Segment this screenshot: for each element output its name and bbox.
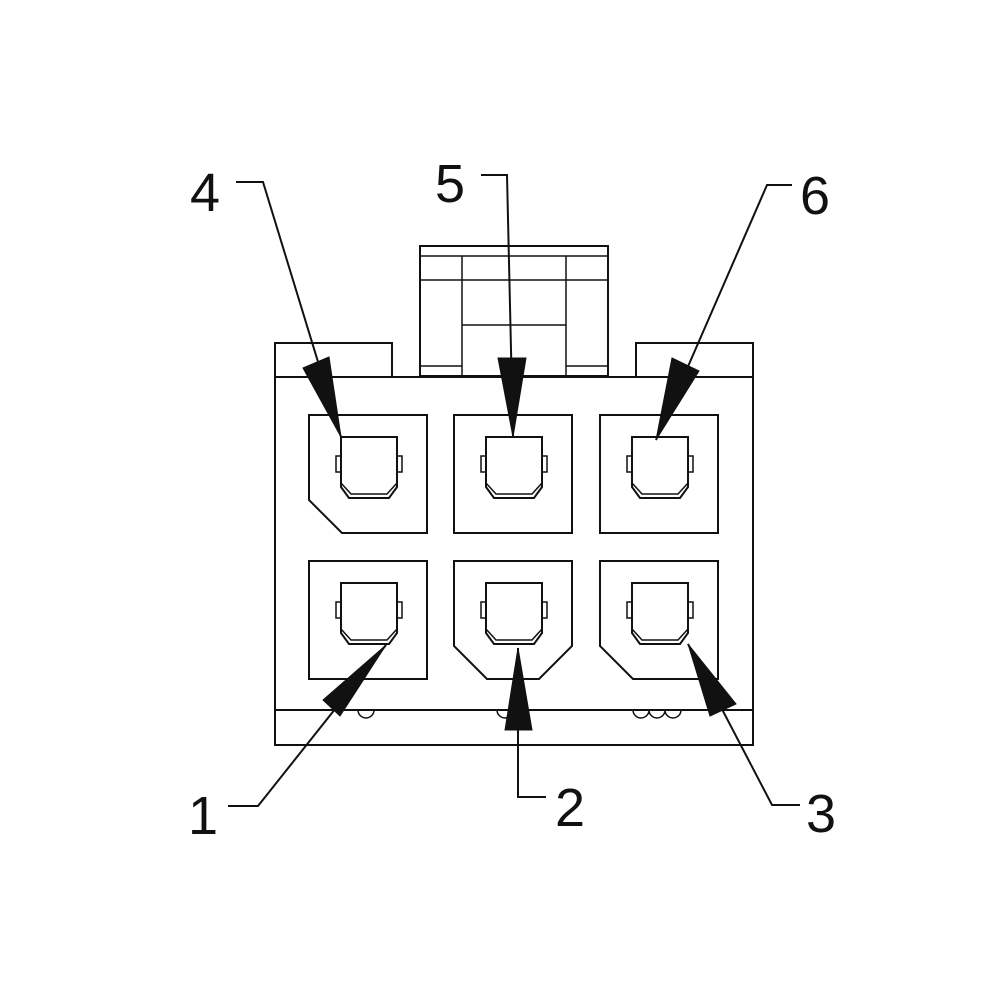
arrow-heads [302, 356, 737, 731]
cavity-3 [599, 560, 719, 680]
cavity-5 [453, 414, 573, 534]
terminals [335, 436, 694, 645]
terminal-5 [480, 436, 548, 499]
arrow-head-3 [687, 643, 737, 717]
connector-ear-left [274, 342, 393, 378]
terminal-3 [626, 582, 694, 645]
terminal-2 [480, 582, 548, 645]
arrow-head-1 [322, 644, 387, 717]
cavity-outlines [308, 414, 719, 680]
arrow-head-5 [497, 357, 527, 438]
pin-number-6: 6 [800, 166, 830, 226]
terminal-1 [335, 582, 403, 645]
pin-number-3: 3 [806, 784, 836, 844]
terminal-4 [335, 436, 403, 499]
arrow-head-2 [504, 647, 533, 731]
cavity-4 [308, 414, 428, 534]
pin-numbers: 4 5 6 1 2 3 [188, 154, 836, 846]
leader-line-4 [236, 181, 342, 438]
pin-number-5: 5 [435, 154, 465, 214]
arrow-head-4 [302, 356, 342, 438]
cavity-2 [453, 560, 573, 680]
connector-latch [419, 245, 609, 377]
cavity-6 [599, 414, 719, 534]
cavity-1 [308, 560, 428, 680]
pin-number-2: 2 [555, 778, 585, 838]
terminal-6 [626, 436, 694, 499]
leader-line-5 [481, 174, 514, 438]
arrow-head-6 [655, 357, 700, 441]
leader-line-6 [655, 184, 792, 441]
pin-number-4: 4 [190, 163, 220, 223]
pin-number-1: 1 [188, 786, 218, 846]
